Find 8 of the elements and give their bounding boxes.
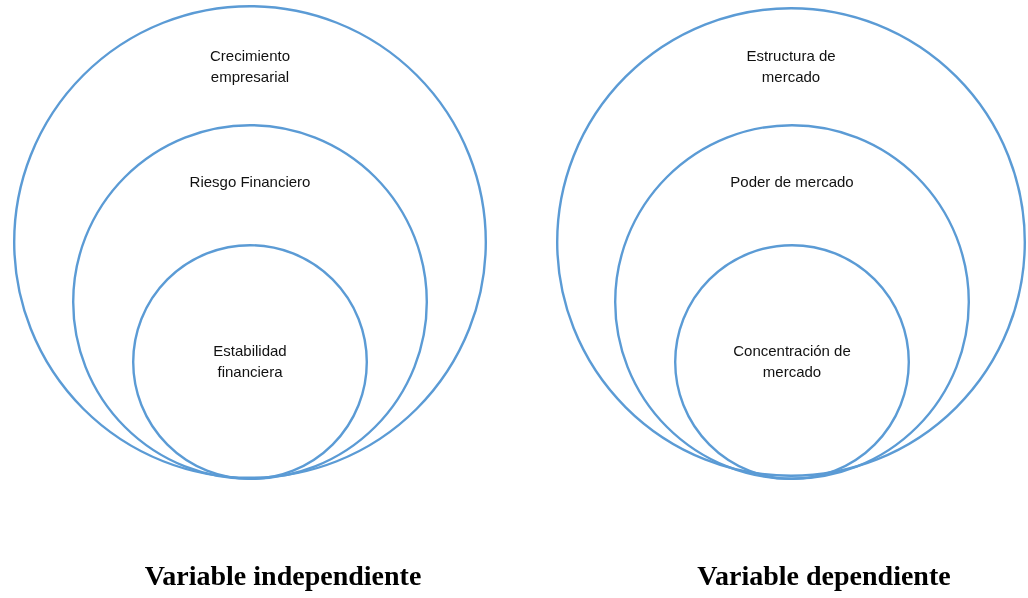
circle-label: Estructura de mercado	[745, 46, 837, 87]
group-caption: Variable independiente	[144, 560, 422, 592]
circle-label: Riesgo Financiero	[188, 172, 312, 192]
circle-label: Concentración de mercado	[732, 341, 852, 382]
group-caption: Variable dependiente	[697, 560, 951, 592]
circle-label: Crecimiento empresarial	[209, 46, 291, 87]
circle-label: Poder de mercado	[729, 172, 855, 192]
circle-label: Estabilidad financiera	[212, 341, 288, 382]
